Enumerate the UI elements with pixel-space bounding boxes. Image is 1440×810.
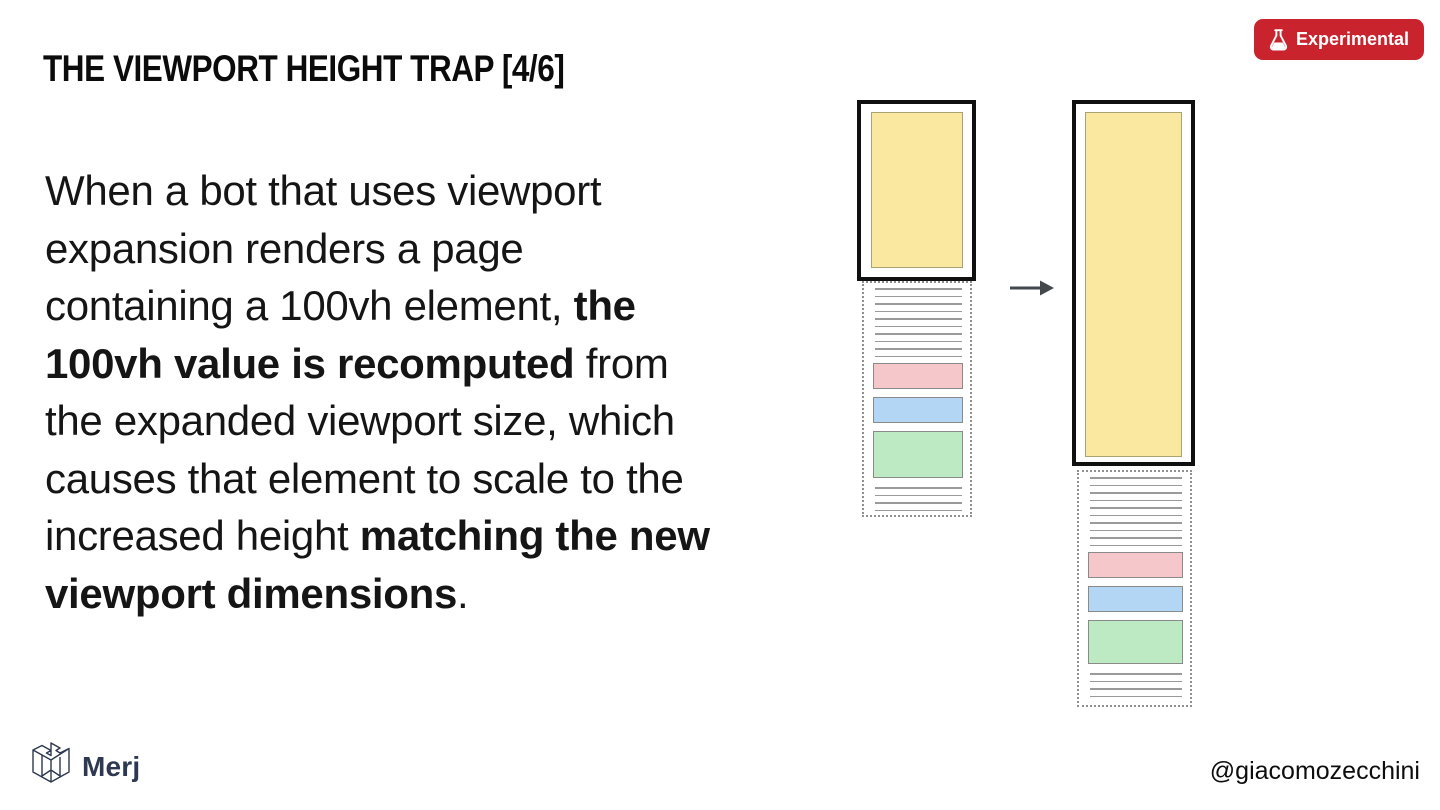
text-lines-bottom [1088,673,1183,697]
page-below-fold-before [862,281,972,517]
author-handle: @giacomozecchini [1209,757,1420,785]
viewport-after-box [1072,100,1195,466]
text-lines-top [1088,477,1183,546]
transform-arrow-icon [1010,280,1054,296]
flask-icon [1269,28,1288,51]
merj-cube-icon [30,741,72,792]
text-lines-top [873,288,963,357]
blue-content-block [873,397,963,423]
green-content-block [1088,620,1183,664]
experimental-badge: Experimental [1253,19,1424,60]
100vh-element-after [1085,112,1182,457]
blue-content-block [1088,586,1183,612]
page-title: THE VIEWPORT HEIGHT TRAP [4/6] [43,48,565,89]
text-lines-bottom [873,487,963,511]
pink-content-block [1088,552,1183,578]
experimental-badge-label: Experimental [1295,29,1409,49]
pink-content-block [873,363,963,389]
green-content-block [873,431,963,478]
brand-logo: Merj [30,741,140,792]
page-below-fold-after [1077,470,1192,707]
100vh-element-before [870,112,963,268]
viewport-before-box [857,100,976,281]
brand-name: Merj [82,750,141,782]
